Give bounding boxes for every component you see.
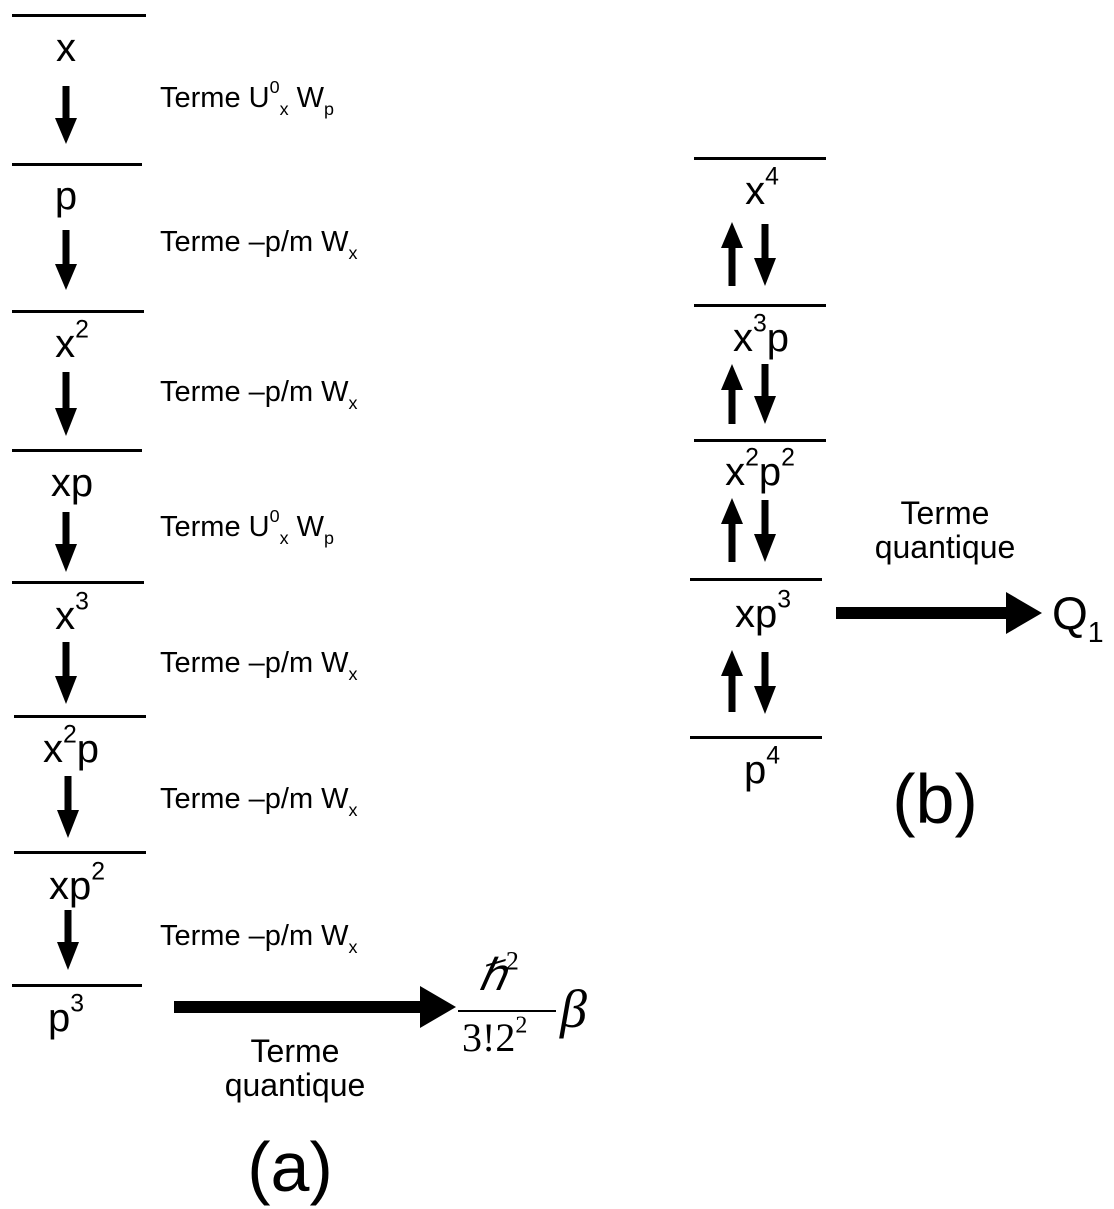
quantum-arrow-b (836, 592, 1042, 634)
beta-factor: β (560, 979, 587, 1039)
level-line-a-7 (12, 984, 142, 987)
level-line-a-5 (14, 715, 146, 718)
term-a-0: Terme U0x Wp (160, 76, 334, 120)
result-fraction-a: ℏ2 3!22 (456, 946, 566, 1074)
double-arrow-b-2 (721, 498, 776, 562)
level-line-a-1 (12, 163, 142, 166)
term-a-6: Terme –p/m Wx (160, 920, 358, 958)
down-arrow-a-6 (57, 910, 79, 970)
level-line-b-0 (694, 157, 826, 160)
term-a-1: Terme –p/m Wx (160, 226, 358, 264)
panel-label-a: (a) (247, 1128, 333, 1206)
level-line-a-3 (12, 449, 142, 452)
term-a-4: Terme –p/m Wx (160, 647, 358, 685)
level-b-4: p4 (743, 742, 781, 792)
quantum-label-a: Terme quantique (205, 1034, 385, 1102)
level-b-2: x2p2 (725, 444, 795, 494)
double-arrow-b-0 (721, 222, 776, 286)
fraction-denominator: 3!22 (462, 1012, 528, 1060)
level-line-a-6 (14, 851, 146, 854)
double-arrow-b-1 (721, 364, 776, 424)
level-a-6: xp2 (48, 858, 106, 908)
level-line-b-3 (690, 578, 822, 581)
level-line-a-0 (12, 14, 146, 17)
term-a-3: Terme U0x Wp (160, 505, 334, 549)
level-a-0: x (56, 26, 76, 70)
down-arrow-a-5 (57, 776, 79, 838)
fraction-numerator: ℏ2 (478, 946, 519, 1000)
level-line-a-2 (12, 310, 144, 313)
quantum-label-a-line1: Terme (250, 1033, 340, 1069)
quantum-arrow-a (174, 986, 456, 1028)
quantum-label-a-line2: quantique (224, 1067, 366, 1103)
level-b-3: xp3 (734, 586, 792, 636)
level-line-a-4 (12, 581, 144, 584)
quantum-label-b-line2: quantique (874, 529, 1016, 565)
level-line-b-4 (690, 736, 822, 739)
level-a-3: xp (50, 461, 94, 505)
quantum-label-b: Terme quantique (850, 496, 1040, 564)
term-a-5: Terme –p/m Wx (160, 783, 358, 821)
level-b-1: x3p (732, 310, 790, 360)
term-a-2: Terme –p/m Wx (160, 376, 358, 414)
level-a-4: x3 (55, 588, 89, 638)
level-a-5: x2p (42, 721, 100, 771)
down-arrow-a-3 (55, 512, 77, 572)
double-arrow-b-3 (721, 650, 776, 714)
quantum-label-b-line1: Terme (900, 495, 990, 531)
result-q1: Q1 (1052, 587, 1104, 649)
down-arrow-a-1 (55, 230, 77, 290)
down-arrow-a-4 (55, 642, 77, 704)
down-arrow-a-0 (55, 86, 77, 144)
level-a-7: p3 (47, 990, 85, 1040)
level-a-2: x2 (55, 316, 89, 366)
level-b-0: x4 (745, 163, 779, 213)
level-a-1: p (54, 174, 78, 218)
fraction-bar (458, 1010, 556, 1012)
level-line-b-2 (694, 439, 826, 442)
level-line-b-1 (694, 304, 826, 307)
down-arrow-a-2 (55, 372, 77, 436)
panel-label-b: (b) (892, 760, 978, 838)
